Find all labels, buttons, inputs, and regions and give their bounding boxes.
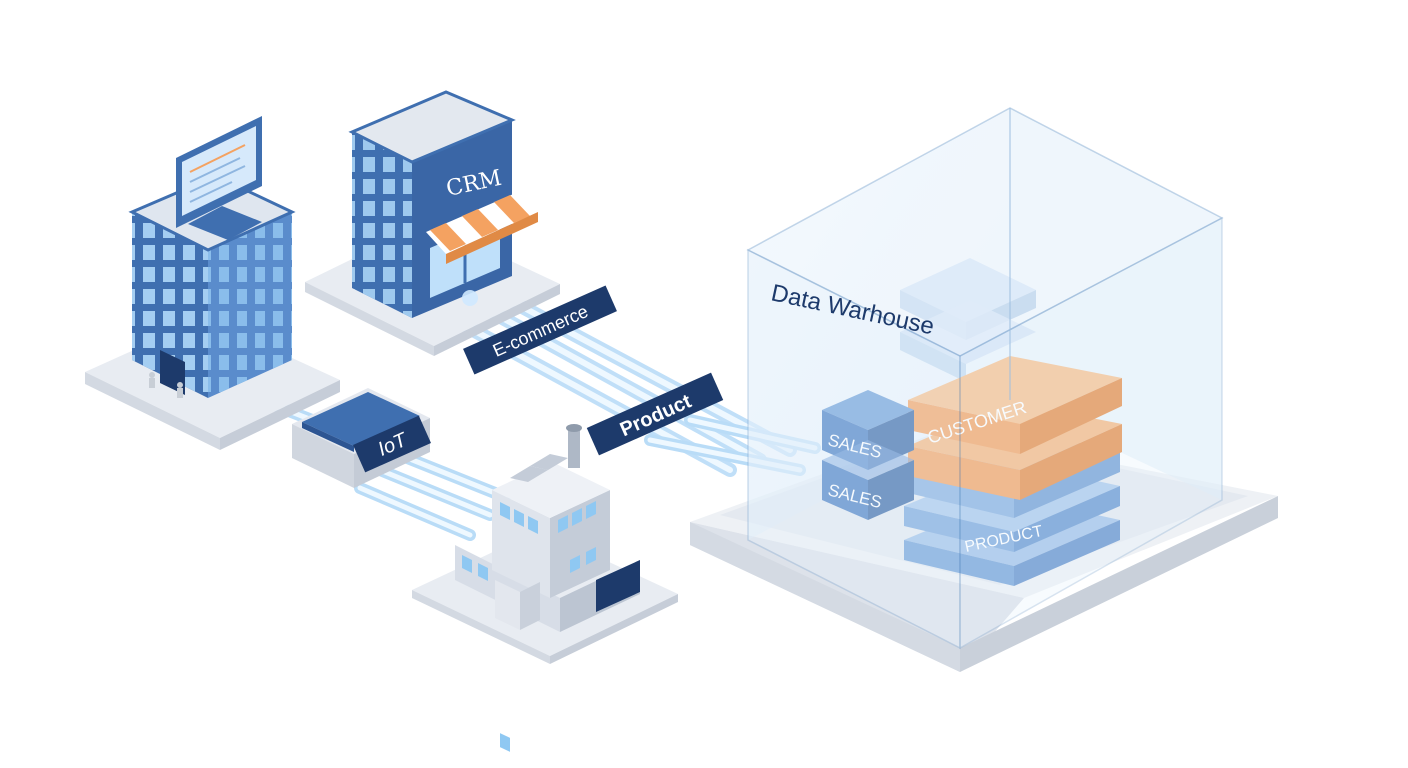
store-awning [426, 192, 538, 264]
customer-layer: CUSTOMER CUSTOMER [908, 356, 1122, 500]
sales-cubes: SALES SALES [822, 390, 914, 520]
factory-building [412, 424, 678, 752]
glass-top [746, 107, 1224, 357]
pipe-iot-factory [354, 449, 511, 541]
monitor-icon [176, 116, 262, 240]
data-warehouse: PRODUCT CUSTOMER CUSTOMER SALES SALES [690, 107, 1278, 672]
warehouse-back-stack [900, 258, 1036, 382]
office-building [85, 116, 340, 450]
glass-front-left [747, 248, 961, 650]
iot-device: IoT [292, 388, 431, 488]
glass-front-right [959, 216, 1223, 650]
crm-building: CRM [305, 90, 560, 356]
